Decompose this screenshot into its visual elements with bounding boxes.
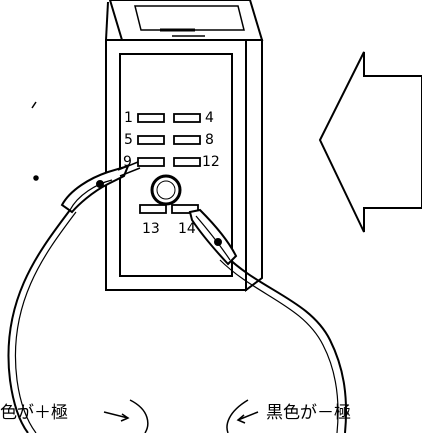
terminal-slot-1 — [137, 113, 165, 123]
terminal-slot-5 — [137, 135, 165, 145]
terminal-label-13: 13 — [142, 221, 160, 237]
terminal-slot-9 — [137, 157, 165, 167]
negative-caption: 黒色が－極 — [266, 403, 351, 423]
latch-ring — [150, 174, 182, 206]
terminal-label-12: 12 — [202, 154, 220, 170]
positive-caption: 色が＋極 — [0, 403, 68, 423]
terminal-slot-13 — [139, 204, 167, 214]
caption-connectors — [103, 399, 259, 433]
positive-alligator-clip — [60, 161, 141, 214]
positive-test-lead — [7, 209, 77, 433]
terminal-label-5: 5 — [124, 132, 133, 148]
terminal-label-4: 4 — [205, 110, 214, 126]
terminal-slot-12 — [173, 157, 201, 167]
negative-test-lead — [219, 254, 348, 433]
terminal-label-9: 9 — [123, 154, 132, 170]
terminal-label-8: 8 — [205, 132, 214, 148]
terminal-slots — [137, 113, 201, 214]
terminal-label-1: 1 — [124, 110, 133, 126]
direction-arrow — [318, 51, 422, 233]
negative-alligator-clip — [188, 208, 238, 266]
terminal-slot-4 — [173, 113, 201, 123]
edge-marks — [31, 101, 39, 181]
terminal-slot-14 — [171, 204, 199, 214]
terminal-slot-8 — [173, 135, 201, 145]
terminal-label-14: 14 — [178, 221, 196, 237]
